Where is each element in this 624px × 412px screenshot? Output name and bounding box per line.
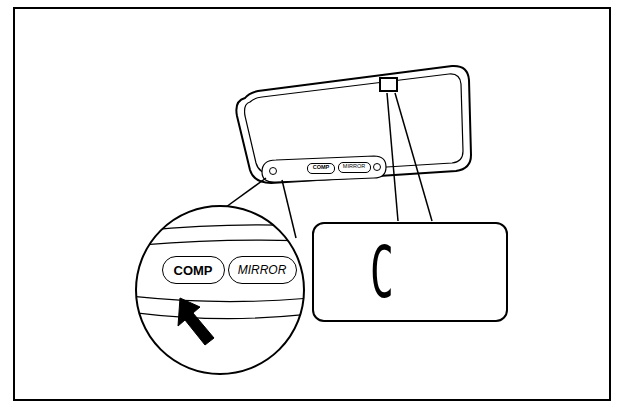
button-strip (262, 156, 386, 182)
light-sensor (374, 164, 381, 171)
housing-edge (130, 312, 310, 319)
comp-button: COMP (307, 163, 335, 174)
leader-line (226, 178, 266, 207)
figure-frame (14, 8, 610, 400)
mirror-button: MIRROR (338, 162, 371, 173)
mirror-button: MIRROR (228, 256, 297, 284)
button-label: COMP (174, 264, 213, 277)
button-label: MIRROR (238, 264, 287, 276)
comp-button: COMP (162, 256, 225, 284)
button-label: COMP (313, 165, 330, 171)
leader-line (282, 180, 296, 238)
button-label: MIRROR (343, 164, 365, 170)
housing-edge (130, 225, 310, 232)
leader-line (387, 93, 398, 221)
housing-edge (130, 240, 310, 246)
housing-edge (130, 296, 310, 302)
magnified-view (136, 206, 304, 374)
compass-display (380, 78, 397, 91)
status-lamp (270, 168, 277, 175)
display-callout: C (312, 222, 508, 322)
mirror-housing (236, 66, 471, 183)
leader-line (395, 93, 432, 221)
display-letter: C (370, 236, 394, 308)
press-arrow (178, 298, 214, 345)
